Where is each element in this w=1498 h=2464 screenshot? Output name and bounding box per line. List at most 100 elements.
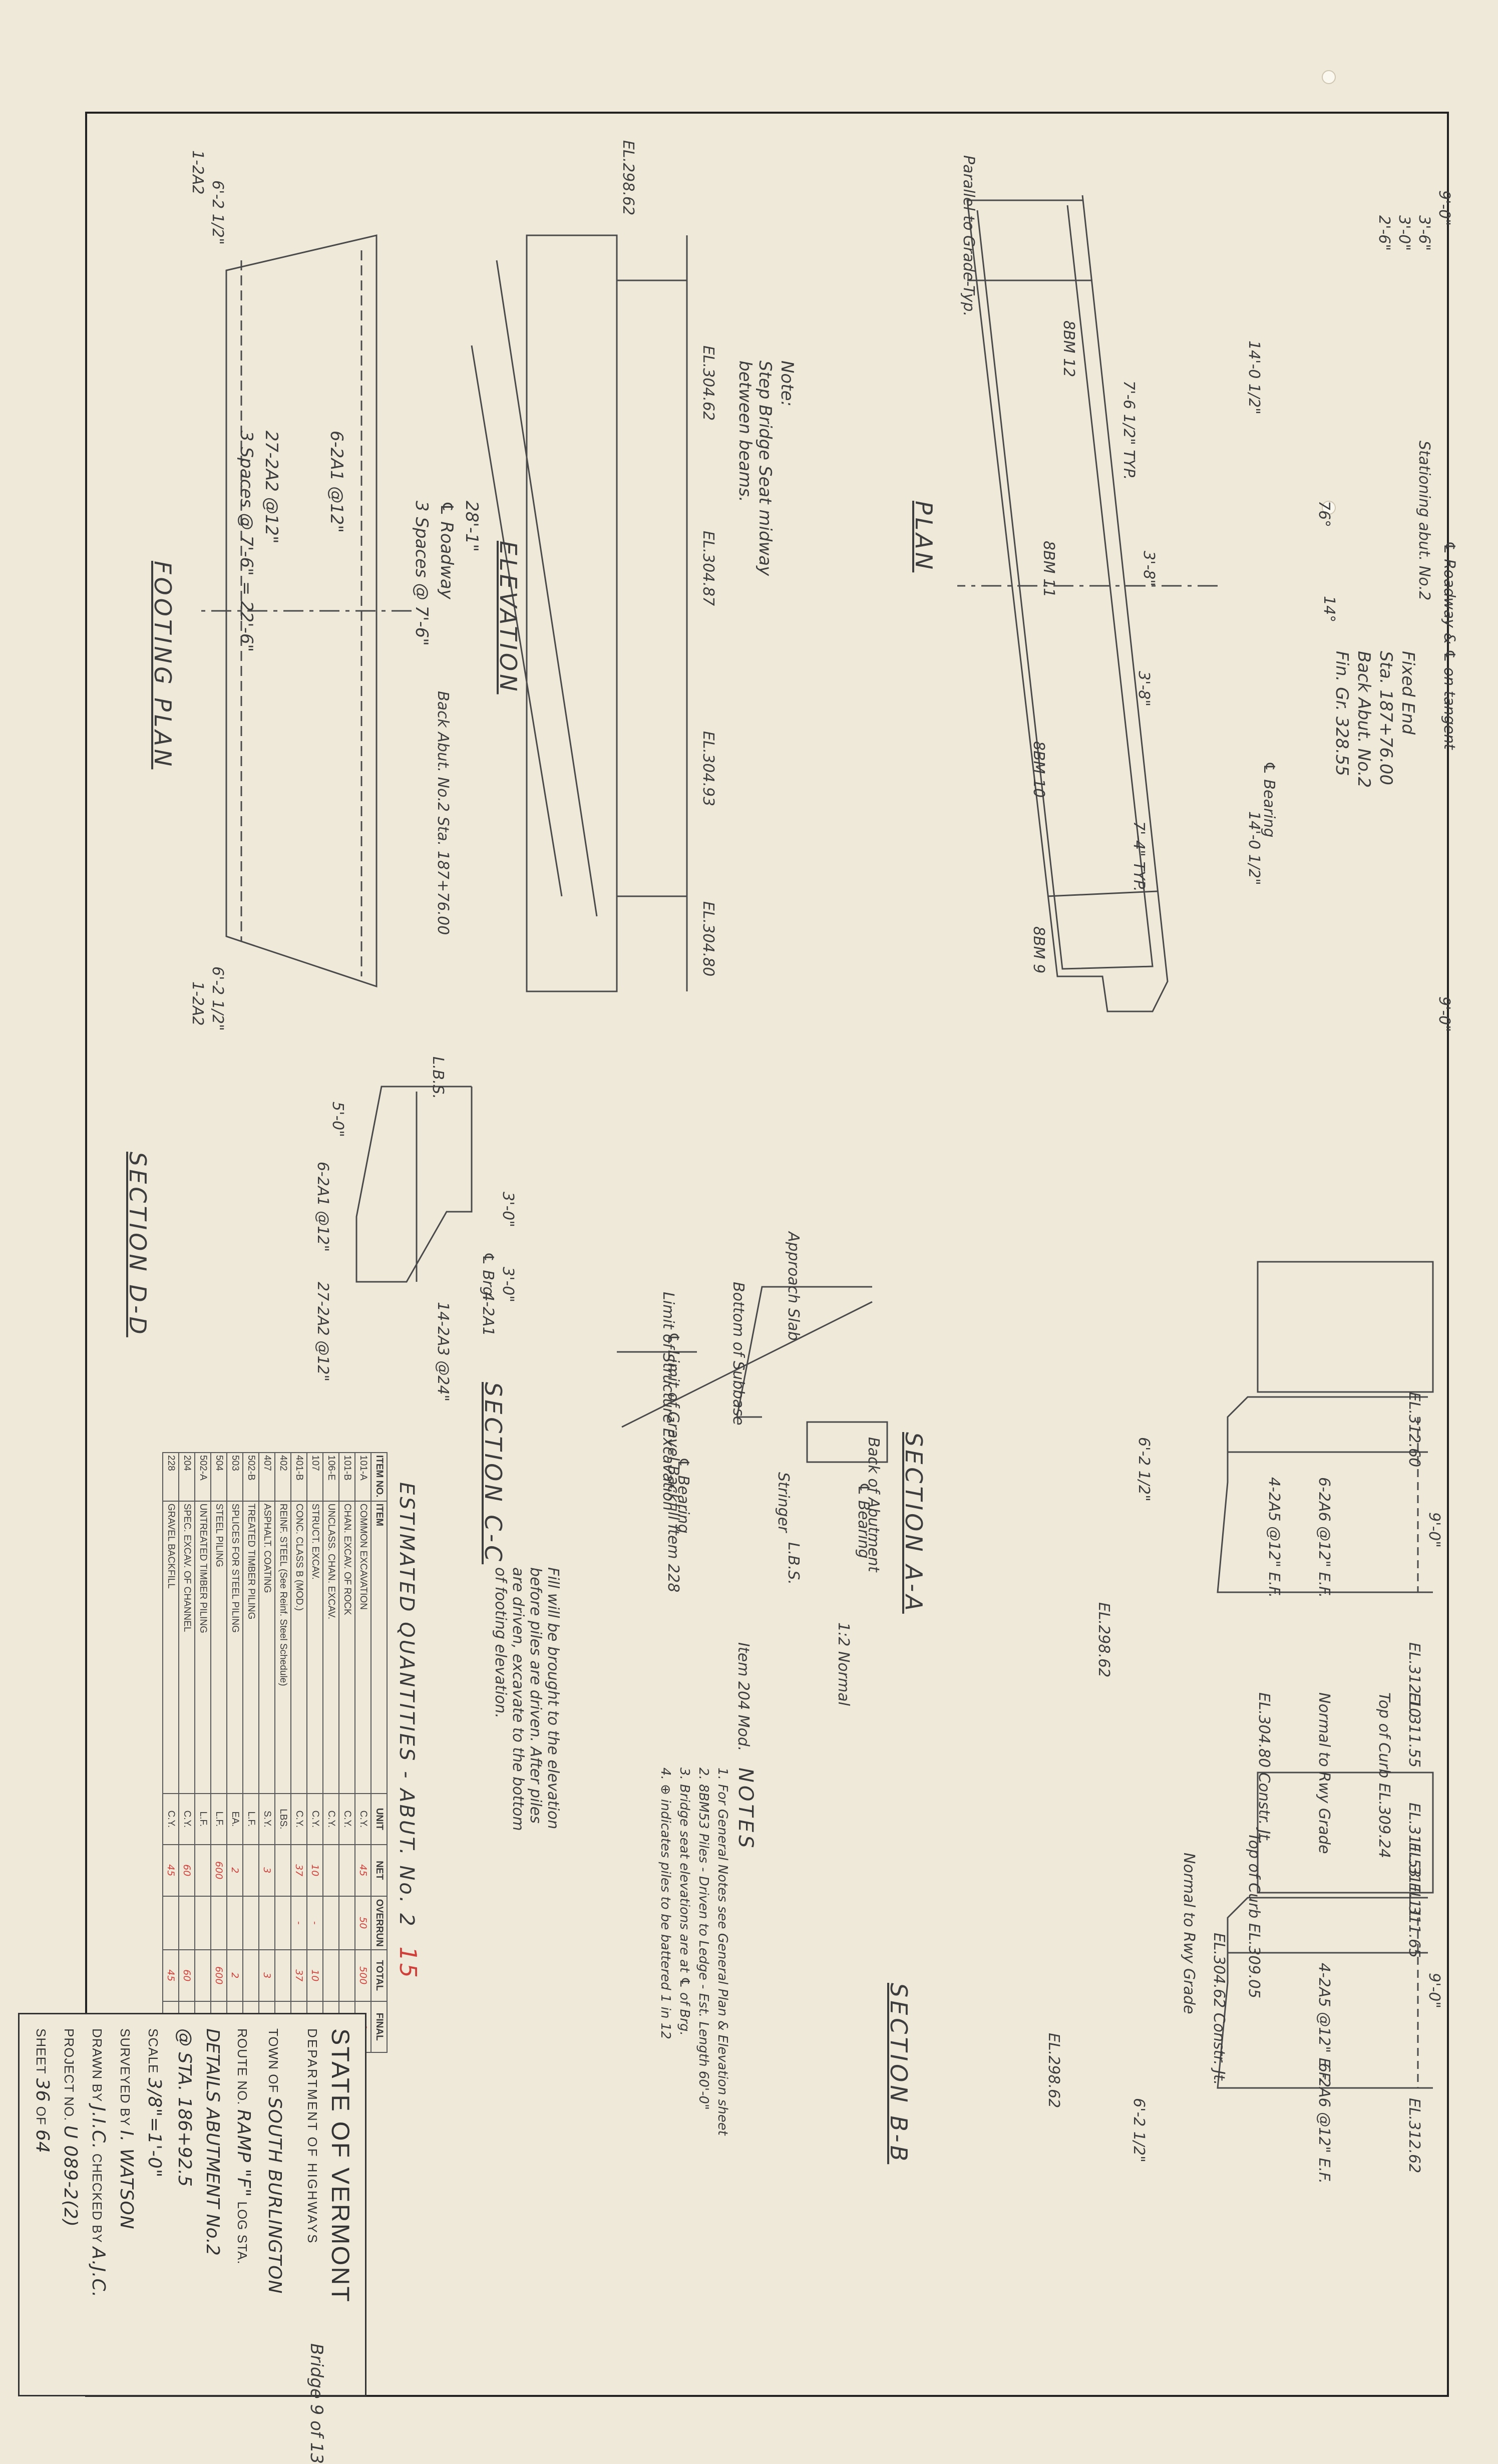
log-label: LOG STA.	[235, 2201, 250, 2265]
quantity-cell: C.Y.	[355, 1793, 371, 1845]
sbb-label: EL.298.62	[1045, 2033, 1062, 2108]
quantity-cell	[211, 1896, 227, 1950]
saa-label: EL.312.10	[1405, 1642, 1423, 1718]
col-header: UNIT	[371, 1793, 387, 1845]
quantity-cell	[195, 1845, 211, 1896]
quantity-cell: 107	[307, 1453, 323, 1501]
sbb-label: EL.312.62	[1405, 2098, 1423, 2174]
project-label: PROJECT NO.	[62, 2028, 77, 2122]
quantity-cell: 401-B	[291, 1453, 307, 1501]
plan-dim: 9'-0"	[1435, 190, 1453, 226]
plan-dim: 14'-0 1/2"	[1245, 340, 1263, 415]
sheet-no: 36	[32, 2078, 53, 2102]
scc-label: ℄ Bearing	[674, 1457, 692, 1534]
elevation-sta: Back Abut. No.2 Sta. 187+76.00	[434, 691, 452, 935]
scc-label: L.B.S.	[785, 1542, 802, 1585]
saa-label: EL.304.80 Constr. Jt.	[1255, 1692, 1273, 1845]
route-label: ROUTE NO.	[235, 2028, 250, 2105]
section-aa-title: SECTION A-A	[900, 1432, 927, 1614]
sdd-label: 27-2A2 @12"	[314, 1282, 331, 1382]
quantity-cell: 45	[163, 1950, 179, 2001]
quantity-cell	[323, 1845, 339, 1896]
quantity-cell: -	[291, 1896, 307, 1950]
quantity-cell: -	[307, 1896, 323, 1950]
quantity-cell: LBS.	[275, 1793, 291, 1845]
footing-label: 6-2A1 @12"	[326, 431, 346, 533]
quantity-cell: 101-A	[355, 1453, 371, 1501]
sbb-label: 4-2A5 @12" E.F.	[1315, 1963, 1333, 2084]
quantity-cell: 402	[275, 1453, 291, 1501]
sheet-total: 64	[32, 2129, 53, 2154]
sbb-dim: 6'-2 1/2"	[1130, 2098, 1148, 2163]
sbb-label: Normal to Rwy Grade	[1180, 1853, 1198, 2014]
quantity-cell	[243, 1845, 259, 1896]
elevation-el: EL.298.62	[619, 140, 637, 216]
saa-label: EL.312.60	[1405, 1392, 1423, 1468]
quantity-cell: 502-B	[243, 1453, 259, 1501]
sdd-label: 5'-0"	[329, 1102, 346, 1138]
plan-label-sta: Sta. 187+76.00	[1376, 651, 1396, 786]
quantity-cell: 600	[211, 1845, 227, 1896]
plan-dim: 7'-4" TYP.	[1130, 821, 1148, 892]
sbb-label: EL.304.62 Constr. Jt.	[1210, 1933, 1228, 2085]
project-no: U 089-2(2)	[60, 2125, 81, 2227]
elevation-el: EL.304.80	[699, 901, 717, 977]
quantity-cell: 60	[179, 1845, 195, 1896]
quantity-cell: TREATED TIMBER PILING	[243, 1501, 259, 1794]
plan-dim: 14'-0 1/2"	[1245, 811, 1263, 885]
quantity-cell: 60	[179, 1950, 195, 2001]
scc-label: 1:2 Normal	[835, 1622, 852, 1706]
plan-label-roadway: ℄ Roadway & ℄ on tangent	[1440, 541, 1458, 750]
quantity-cell: CONC. CLASS B (MOD.)	[291, 1501, 307, 1794]
plan-dim: 14°	[1320, 596, 1338, 623]
quantities-mark: 15	[395, 1946, 422, 1980]
plan-label-fixed-end: Fixed End	[1398, 651, 1418, 735]
quantity-cell: 37	[291, 1950, 307, 2001]
col-header: NET	[371, 1845, 387, 1896]
quantity-cell: SPLICES FOR STEEL PILING	[227, 1501, 243, 1794]
quantity-cell: 50	[355, 1896, 371, 1950]
quantity-cell	[227, 1896, 243, 1950]
sdd-label: 14-2A3 @24"	[434, 1302, 452, 1402]
quantities-title: ESTIMATED QUANTITIES - ABUT. No. 2	[395, 1482, 418, 1928]
sdd-label: 3'-0"	[499, 1267, 517, 1303]
plan-label-back-abut: Back Abut. No.2	[1354, 651, 1374, 788]
sdd-label: 3'-0"	[499, 1192, 517, 1228]
quantity-cell: STRUCT. EXCAV.	[307, 1501, 323, 1794]
quantity-cell	[259, 1896, 275, 1950]
route: RAMP "F"	[233, 2109, 254, 2198]
drawn-by: J.I.C.	[88, 2105, 109, 2150]
sdd-label: 6-2A1 @12"	[314, 1162, 331, 1252]
state-name: STATE OF VERMONT	[326, 2028, 354, 2303]
quantity-cell: C.Y.	[323, 1793, 339, 1845]
notes-title: NOTES	[734, 1768, 757, 1851]
footing-plan-title: FOOTING PLAN	[149, 561, 176, 770]
quantity-cell	[275, 1845, 291, 1896]
bridge-sheet-note: Bridge 9 of 13	[306, 2343, 326, 2464]
saa-label: Normal to Rwy Grade	[1315, 1692, 1333, 1854]
scc-note: Fill will be brought to the elevation be…	[492, 1567, 562, 1831]
quantity-cell: 2	[227, 1845, 243, 1896]
saa-label: ℄ Bearing	[855, 1482, 872, 1559]
quantity-cell	[339, 1950, 355, 2001]
department: DEPARTMENT OF HIGHWAYS	[305, 2028, 320, 2245]
saa-label: 4-2A5 @12" E.F.	[1265, 1477, 1283, 1598]
elevation-spaces: 3 Spaces @ 7'-6"	[412, 501, 432, 646]
quantity-cell: CHAN. EXCAV. OF ROCK	[339, 1501, 355, 1794]
quantity-cell	[339, 1896, 355, 1950]
sdd-label: L.B.S.	[429, 1057, 447, 1099]
saa-label: Top of Curb EL.309.24	[1375, 1692, 1393, 1859]
punch-hole	[1322, 70, 1336, 84]
quantity-cell: 106-E	[323, 1453, 339, 1501]
saa-label: EL.298.62	[1095, 1602, 1112, 1678]
quantity-cell	[179, 1896, 195, 1950]
of-label: OF	[34, 2106, 49, 2126]
plan-bm: 8BM 10	[1030, 741, 1047, 798]
quantity-cell	[323, 1950, 339, 2001]
sbb-dim: 9'-0"	[1425, 1973, 1443, 2009]
surveyed-label: SURVEYED BY	[118, 2028, 133, 2127]
